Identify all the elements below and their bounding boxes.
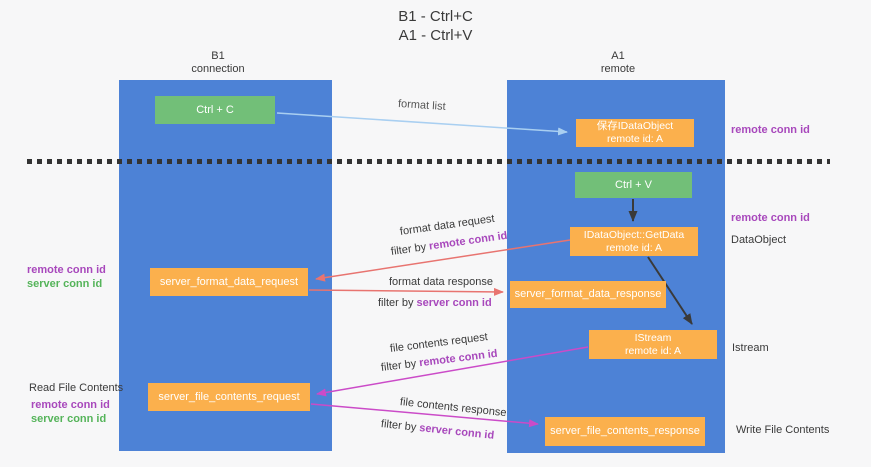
format-data-response-arrow [308,287,504,296]
getdata-node: IDataObject::GetData remote id: A [570,227,698,256]
left-remote-conn-id-label: remote conn id [27,264,106,276]
left-conn-ids-group-2: remote conn id server conn id [31,398,110,426]
save-idataobject-line2: remote id: A [606,133,664,145]
ctrl-v-node: Ctrl + V [575,172,692,198]
ctrl-c-node: Ctrl + C [155,96,275,124]
a1-role: remote [600,63,636,75]
filter-by-text: filter by [380,418,420,434]
machine-boundary-divider [27,159,830,164]
getdata-line2: remote id: A [605,241,663,254]
server-conn-id-text: server conn id [418,422,495,442]
server-format-data-response-label: server_format_data_response [514,288,662,300]
save-idataobject-node: 保存IDataObject remote id: A [576,119,694,147]
save-idataobject-line1: 保存IDataObject [596,120,674,132]
server-format-data-response-node: server_format_data_response [510,281,666,308]
server-format-data-request-label: server_format_data_request [159,275,299,288]
right-remote-conn-id-mid-label: remote conn id [731,212,810,224]
read-file-contents-label: Read File Contents [29,382,124,394]
ctrl-c-label: Ctrl + C [196,103,234,116]
write-file-contents-label: Write File Contents [736,424,830,436]
remote-conn-id-text: remote conn id [418,347,499,370]
remote-conn-id-text: remote conn id [428,229,509,253]
dataobject-label: DataObject [731,234,787,246]
server-conn-id-text: server conn id [416,297,492,309]
server-file-contents-request-label: server_file_contents_request [158,390,300,403]
getdata-line1: IDataObject::GetData [583,228,685,241]
b1-name: B1 [211,50,225,62]
right-remote-conn-id-top-label: remote conn id [731,124,810,136]
filter-by-text: filter by [380,357,420,374]
file-contents-response-label: file contents response [399,396,508,420]
left-server-conn-id-label: server conn id [27,278,103,290]
server-file-contents-response-node: server_file_contents_response [545,417,705,446]
format-response-filter-label: filter by server conn id [378,297,492,309]
filter-by-text: filter by [390,240,430,258]
istream-line2: remote id: A [624,344,682,357]
a1-column-header: A1 remote [558,50,678,76]
istream-line1: IStream [634,331,672,344]
server-format-data-request-node: server_format_data_request [150,268,308,296]
format-list-label: format list [397,98,446,113]
ctrl-v-label: Ctrl + V [615,178,652,191]
left-conn-ids-group: remote conn id server conn id [27,263,106,291]
server-file-contents-request-node: server_file_contents_request [148,383,310,411]
b1-column-header: B1 connection [158,50,278,76]
format-data-response-label: format data response [389,276,493,288]
filter-by-text: filter by [378,297,417,309]
istream-side-label: Istream [732,342,769,354]
b1-role: connection [191,63,245,75]
left-server-conn-id-label-2: server conn id [31,413,107,425]
diagram-title: B1 - Ctrl+C A1 - Ctrl+V [0,7,871,45]
left-remote-conn-id-label-2: remote conn id [31,399,110,411]
a1-name: A1 [611,50,625,62]
file-response-filter-label: filter by server conn id [380,418,494,442]
title-line-1: B1 - Ctrl+C [398,8,473,25]
title-line-2: A1 - Ctrl+V [398,27,473,44]
server-file-contents-response-label: server_file_contents_response [550,425,700,437]
istream-node: IStream remote id: A [589,330,717,359]
